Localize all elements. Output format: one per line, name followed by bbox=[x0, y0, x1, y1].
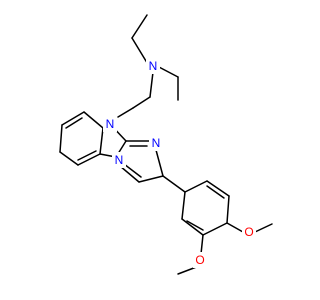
dimethoxyphenyl-bonds bbox=[162, 175, 273, 275]
benzo-ring-bonds bbox=[59, 111, 104, 166]
atom-labels: N N N N O O bbox=[103, 58, 256, 268]
ring-nitrogen-9-label: N bbox=[106, 117, 115, 131]
molecule-structure: N N N N O O bbox=[59, 14, 273, 275]
methoxy-oxygen-right-label: O bbox=[244, 225, 253, 239]
ring-nitrogen-right-label: N bbox=[152, 136, 161, 150]
amine-nitrogen-label: N bbox=[149, 59, 158, 73]
molecule-diagram: N N N N O O bbox=[59, 14, 273, 275]
imidazole-ring-bonds bbox=[99, 123, 164, 183]
ring-nitrogen-bottom-label: N bbox=[115, 153, 124, 167]
methoxy-oxygen-left-label: O bbox=[195, 253, 204, 267]
diethylamino-bonds bbox=[117, 14, 179, 118]
